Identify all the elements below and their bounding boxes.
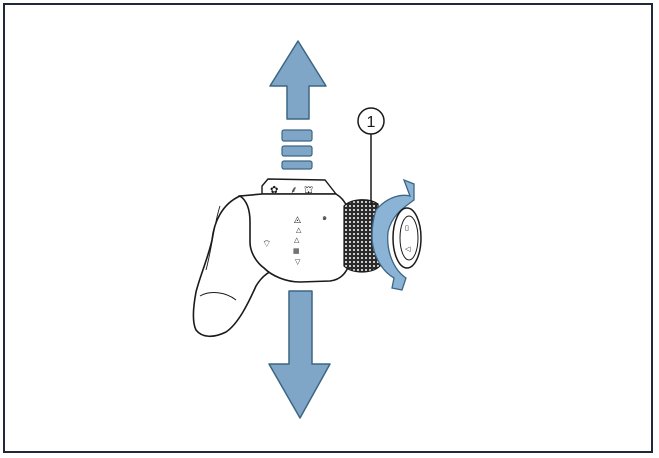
- svg-text:✿: ✿: [270, 185, 278, 196]
- svg-text:△: △: [294, 236, 300, 244]
- position-markings: ◬ △ △ ▦ ▽: [293, 215, 302, 266]
- end-ring[interactable]: [371, 178, 415, 291]
- diagram-frame: [3, 3, 653, 453]
- svg-text:△: △: [296, 226, 302, 234]
- washer-symbol-icon: ๑: [322, 213, 327, 222]
- svg-text:▽: ▽: [295, 258, 301, 266]
- callout-1: 1: [357, 107, 385, 205]
- end-cap[interactable]: ▯ ◁: [392, 207, 422, 269]
- svg-text:⛫: ⛫: [304, 185, 313, 196]
- svg-text:⸙: ⸙: [290, 185, 298, 196]
- svg-text:◬: ◬: [294, 215, 301, 225]
- svg-text:▯: ▯: [405, 224, 409, 232]
- rotary-ring[interactable]: [343, 199, 381, 273]
- svg-text:▦: ▦: [293, 247, 300, 255]
- down-arrow-icon: [268, 290, 331, 419]
- up-arrow-icon: [269, 40, 327, 170]
- wiper-symbol-icon: ⌔: [262, 239, 271, 250]
- callout-label: 1: [367, 114, 376, 131]
- lever-top-tab: ✿ ⸙ ⛫: [261, 178, 338, 196]
- svg-text:◁: ◁: [405, 245, 411, 253]
